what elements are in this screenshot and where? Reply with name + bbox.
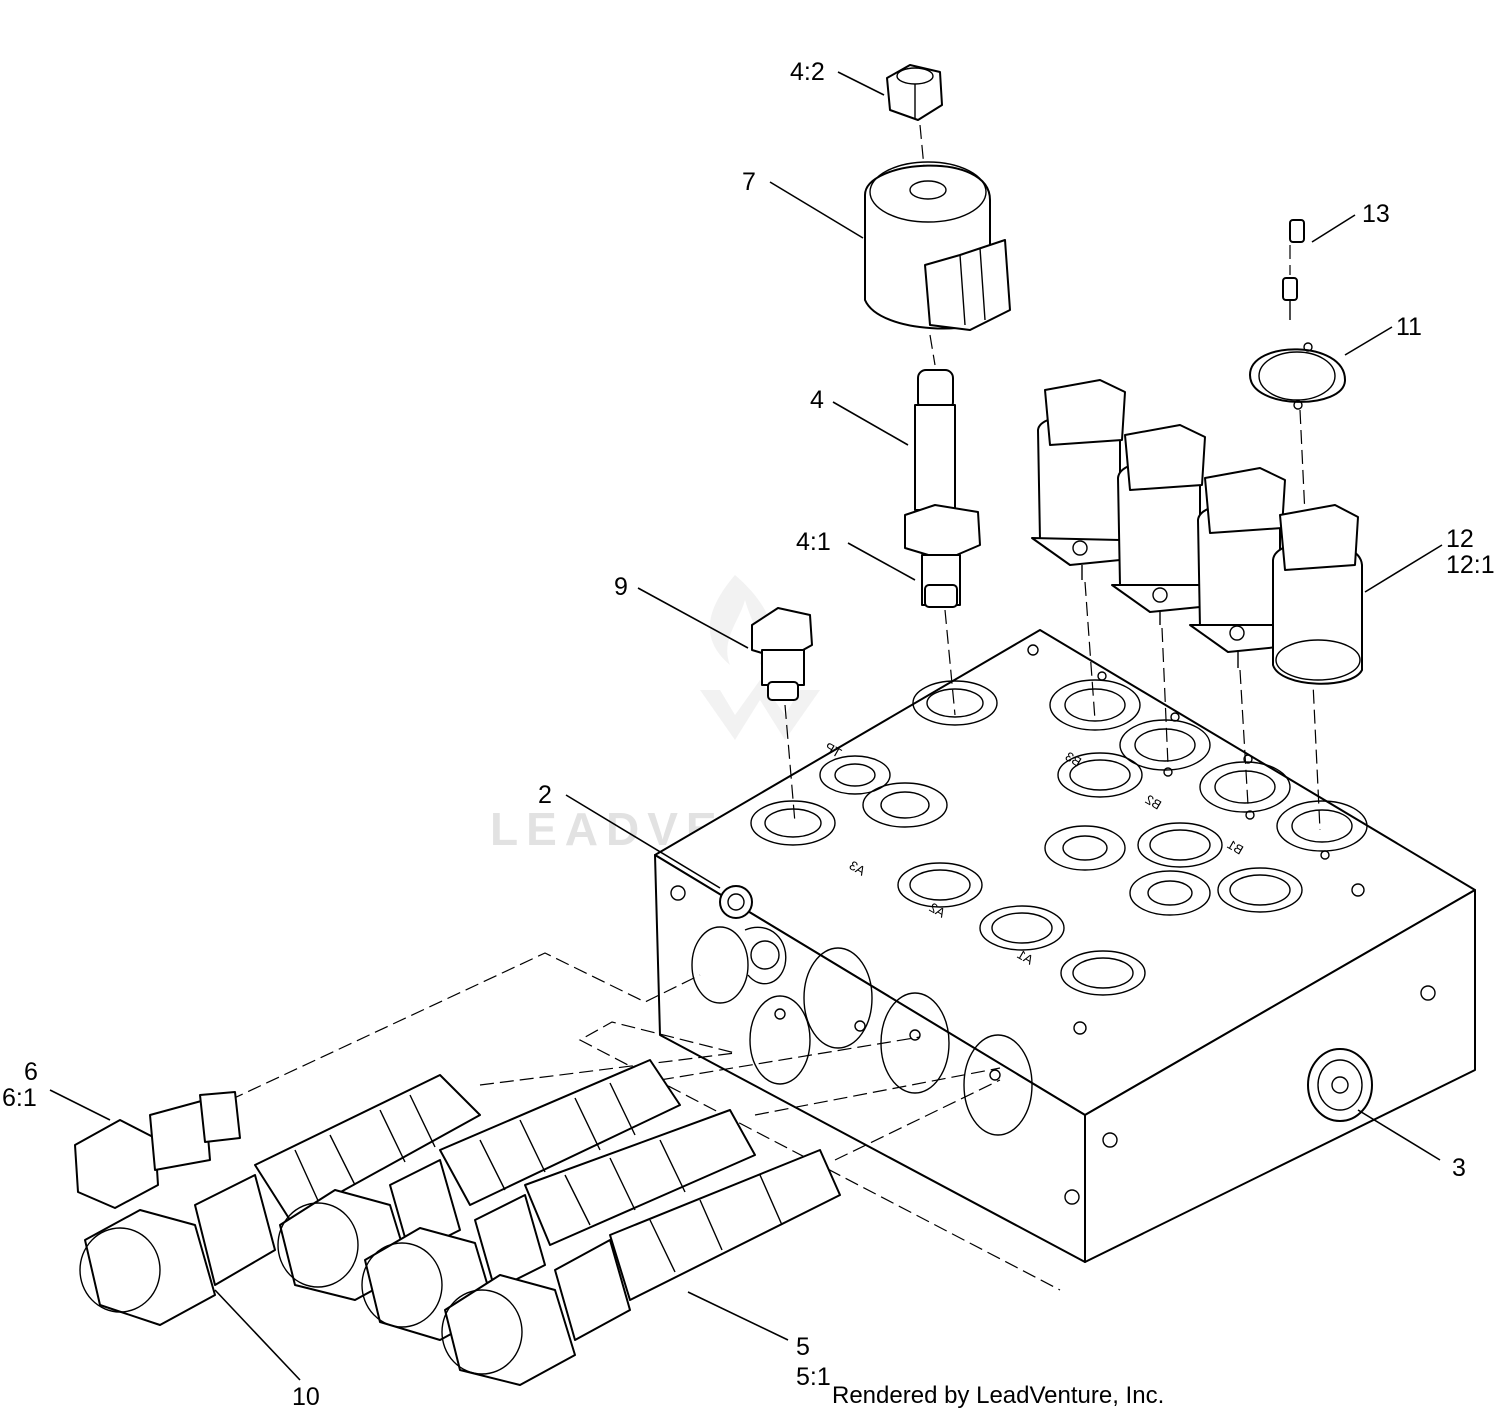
watermark-logo [700,575,820,740]
plug-item-6 [74,1091,241,1209]
nut-item-4-2 [886,64,943,121]
gasket-item-11 [1249,342,1346,410]
plug-item-3 [1307,1048,1373,1122]
port-label-b2: B2 [1143,792,1164,813]
callout-7: 7 [742,168,756,196]
callout-11: 11 [1396,313,1422,341]
plug-item-2 [719,885,753,919]
front-bores [691,926,1033,1136]
solenoid-coils-item-12 [1031,379,1363,685]
callout-9: 9 [614,573,628,601]
callout-5: 5 [796,1333,810,1361]
leader-lines [49,71,1443,1381]
solenoid-4 [1272,504,1363,685]
valve-item-4 [904,369,981,608]
callout-13: 13 [1362,200,1390,228]
cartridge-item-10-b [277,1059,681,1301]
callout-4-2: 4:2 [790,58,825,86]
port-label-tp: TP [822,739,844,760]
top-ports [750,671,1368,996]
callout-3: 3 [1452,1154,1466,1182]
callout-6-1: 6:1 [2,1084,37,1112]
screws-item-13 [1282,219,1305,320]
callout-12: 12 [1446,525,1474,553]
port-label-a1: A1 [1015,947,1036,968]
callout-4: 4 [810,386,824,414]
cartridge-item-10 [79,1074,481,1326]
manifold-block: TP B3 B2 B1 A3 A2 A1 [654,629,1476,1263]
relief-valve-item-9 [751,607,813,701]
coil-item-7 [864,161,1011,331]
footer-credit: Rendered by LeadVenture, Inc. [832,1382,1165,1409]
callout-10: 10 [292,1383,320,1411]
callout-6: 6 [24,1058,38,1086]
solenoid-2 [1111,424,1206,625]
solenoid-1 [1031,379,1126,580]
callout-12-1: 12:1 [1446,551,1495,579]
port-label-b1: B1 [1225,837,1246,858]
solenoid-3 [1189,467,1286,668]
port-label-a3: A3 [847,858,868,879]
port-label-a2: A2 [927,900,948,921]
callout-4-1: 4:1 [796,528,831,556]
callout-5-1: 5:1 [796,1363,831,1391]
cartridge-item-5-b [441,1149,841,1386]
port-label-b3: B3 [1063,749,1084,770]
callout-2: 2 [538,781,552,809]
